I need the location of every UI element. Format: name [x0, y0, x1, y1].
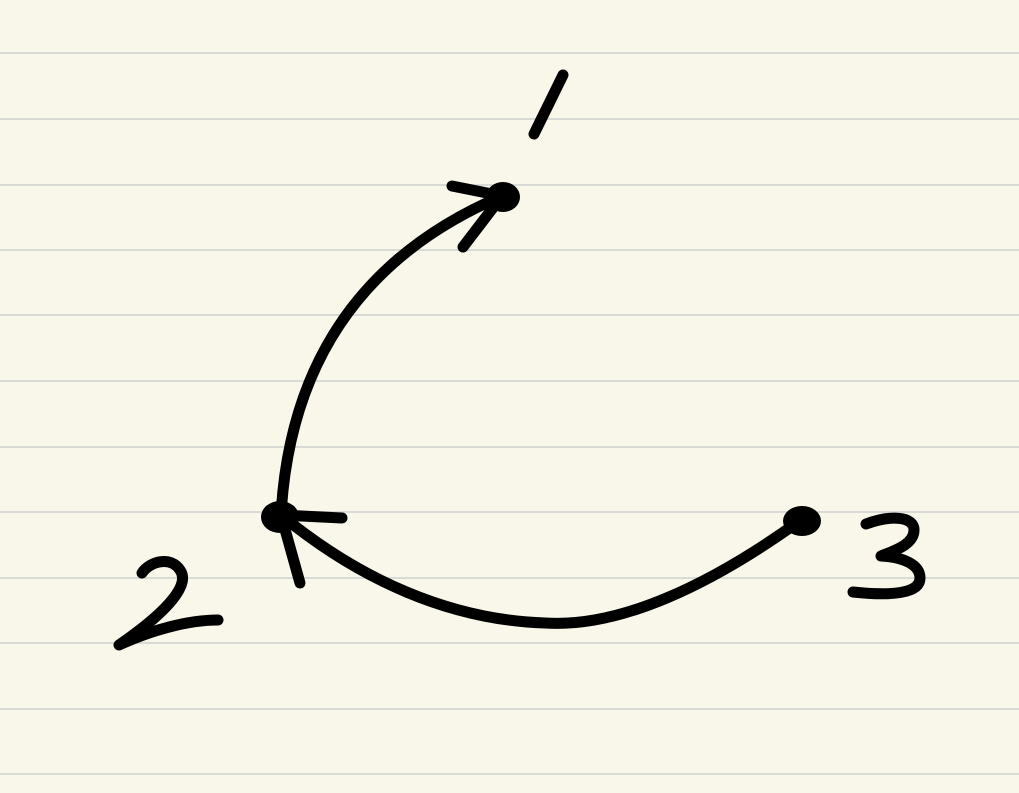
- edge-3-to-2: [275, 509, 804, 629]
- node-label-3: [847, 512, 926, 600]
- node-label-2: [113, 556, 224, 651]
- ruled-lines: [0, 52, 1019, 775]
- node-dot: [783, 506, 821, 536]
- node-dot: [261, 501, 299, 533]
- node-dot: [486, 182, 520, 212]
- edge-curve: [275, 509, 804, 629]
- node-1: 1: [486, 69, 569, 212]
- node-2: 2: [113, 501, 299, 651]
- node-label-1: [528, 69, 569, 140]
- node-3: 3: [783, 506, 926, 600]
- edge-curve: [275, 190, 508, 521]
- edge-2-to-1: [275, 180, 508, 521]
